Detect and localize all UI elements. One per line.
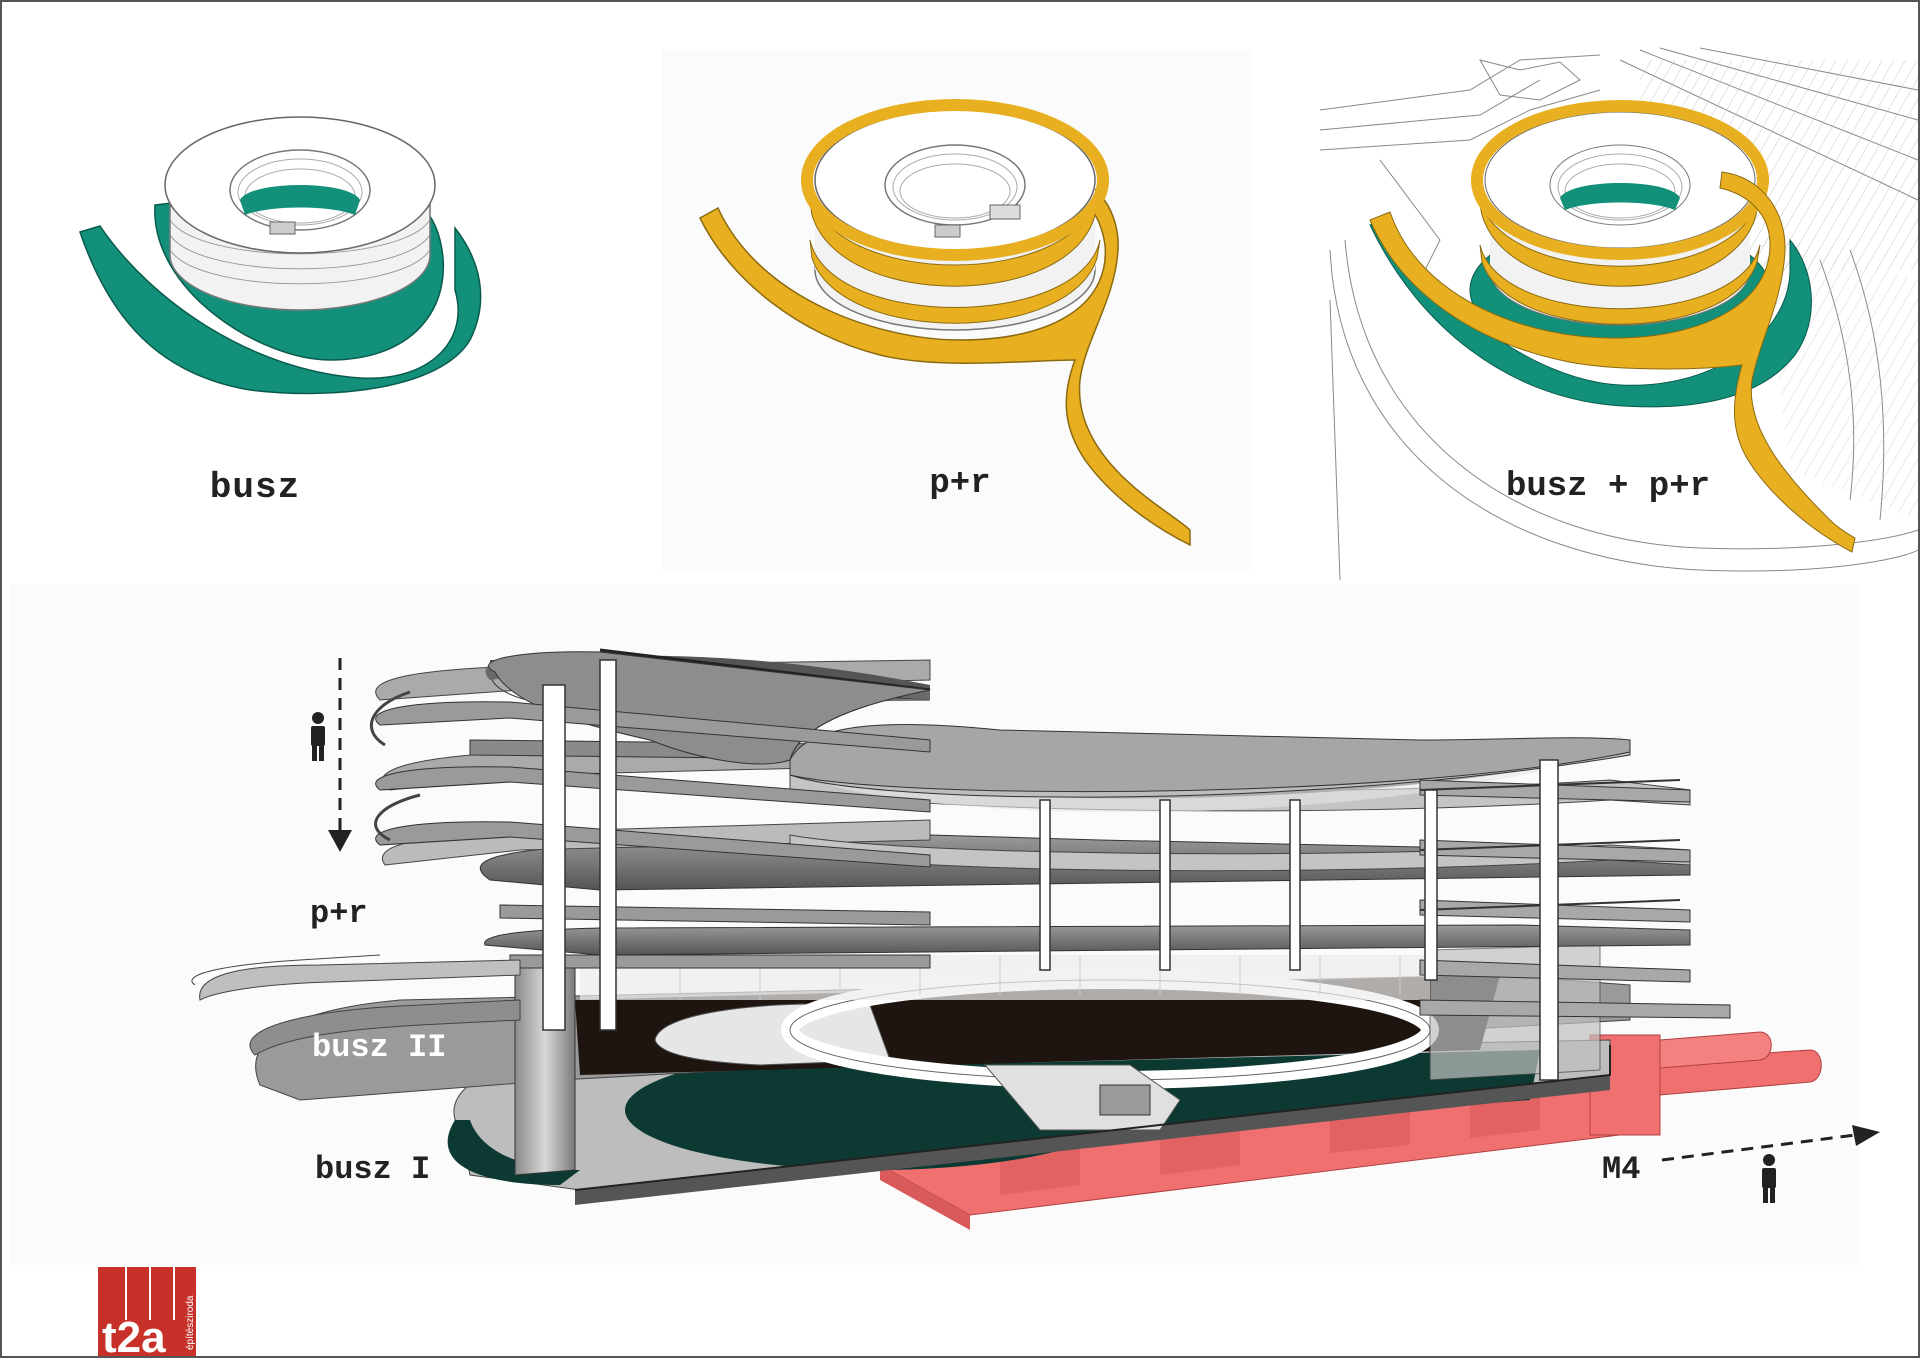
panel-pr-label: p+r bbox=[929, 465, 990, 503]
label-m4: M4 bbox=[1602, 1151, 1640, 1188]
section-building bbox=[10, 585, 1860, 1265]
panel-bus bbox=[79, 116, 482, 395]
logo-text: t2a bbox=[102, 1313, 166, 1358]
vertical-dashed-arrow bbox=[328, 658, 352, 852]
panel-combined bbox=[1318, 47, 1919, 583]
columns bbox=[542, 659, 1559, 1081]
pr-ramp bbox=[699, 169, 1191, 547]
bus-ramp bbox=[79, 225, 482, 395]
metro-tunnel bbox=[878, 1031, 1822, 1230]
person-icon bbox=[311, 712, 325, 761]
horizontal-dashed-arrow bbox=[1661, 1125, 1880, 1162]
panel-combined-label: busz + p+r bbox=[1506, 468, 1710, 506]
label-pr: p+r bbox=[310, 895, 368, 932]
t2a-logo: t2a építésziroda bbox=[98, 1267, 196, 1358]
person-icon-2 bbox=[1762, 1154, 1776, 1203]
panel-bus-label: busz bbox=[210, 467, 300, 508]
label-bus-1: busz I bbox=[315, 1151, 430, 1188]
logo-subtext: építésziroda bbox=[185, 1295, 196, 1350]
panel-pr bbox=[699, 99, 1191, 547]
label-bus-2: busz II bbox=[312, 1029, 446, 1066]
